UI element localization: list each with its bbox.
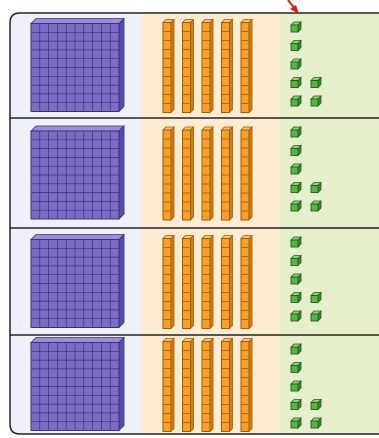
unit-cube-icon — [310, 200, 322, 212]
ten-rod-icon — [162, 126, 175, 221]
hundred-flat-icon — [30, 233, 125, 329]
unit-cube-icon — [310, 76, 322, 89]
unit-cube-icon — [310, 291, 322, 304]
unit-cube-icon — [290, 254, 302, 267]
unit-cube-icon — [310, 95, 322, 107]
ten-rod-icon — [220, 126, 234, 221]
table-frame — [9, 12, 379, 435]
ten-rod-icon — [240, 234, 253, 330]
ten-rod-icon — [220, 18, 234, 114]
hundred-flat-icon — [30, 17, 125, 113]
unit-cube-icon — [290, 126, 302, 138]
hundred-flat-icon — [30, 336, 125, 432]
unit-cube-icon — [290, 310, 302, 322]
ten-rod-icon — [240, 18, 253, 114]
unit-cube-icon — [290, 343, 302, 355]
ten-rod-icon — [181, 126, 195, 221]
ten-rod-icon — [162, 18, 175, 114]
ten-rod-icon — [201, 126, 214, 221]
unit-cube-icon — [290, 200, 302, 212]
unit-cube-icon — [310, 398, 322, 411]
unit-cube-icon — [290, 95, 302, 107]
ten-rod-icon — [220, 337, 234, 433]
unit-cube-icon — [290, 361, 302, 374]
unit-cube-icon — [290, 181, 302, 194]
unit-cube-icon — [290, 273, 302, 285]
unit-cube-icon — [310, 310, 322, 322]
unit-cube-icon — [290, 398, 302, 411]
ten-rod-icon — [201, 18, 214, 114]
unit-cube-icon — [290, 58, 302, 70]
ten-rod-icon — [181, 337, 195, 433]
ten-rod-icon — [201, 234, 214, 330]
ten-rod-icon — [240, 337, 253, 433]
ten-rod-icon — [181, 234, 195, 330]
unit-cube-icon — [310, 181, 322, 194]
unit-cube-icon — [290, 144, 302, 157]
unit-cube-icon — [310, 417, 322, 429]
unit-cube-icon — [290, 76, 302, 89]
place-value-row — [30, 125, 322, 221]
ten-rod-icon — [181, 18, 195, 114]
ten-rod-icon — [240, 126, 253, 221]
pointer-arrow-icon — [287, 0, 299, 14]
ten-rod-icon — [201, 337, 214, 433]
ten-rod-icon — [220, 234, 234, 330]
unit-cube-icon — [290, 236, 302, 248]
unit-cube-icon — [290, 291, 302, 304]
unit-cube-icon — [290, 417, 302, 429]
unit-cube-icon — [290, 163, 302, 175]
ten-rod-icon — [162, 337, 175, 433]
unit-cube-icon — [290, 380, 302, 392]
place-value-row — [30, 233, 322, 330]
unit-cube-icon — [290, 39, 302, 52]
place-value-row — [30, 17, 322, 114]
unit-cube-icon — [290, 21, 302, 33]
ten-rod-icon — [162, 234, 175, 330]
place-value-row — [30, 336, 322, 433]
hundred-flat-icon — [30, 125, 125, 220]
